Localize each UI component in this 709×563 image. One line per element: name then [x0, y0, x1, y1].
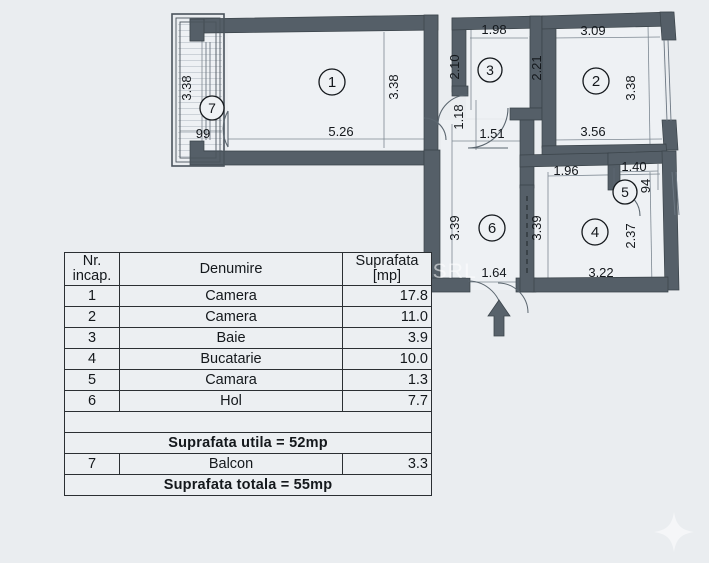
dim-hol-width-top: 1.18: [451, 104, 466, 129]
row-name: Camara: [119, 369, 343, 392]
table-row: 3 Baie 3.9: [64, 327, 432, 350]
room-marker-label-3: 3: [486, 62, 494, 78]
table-spacer-row: [64, 411, 432, 434]
row-area: 11.0: [342, 306, 432, 329]
room-marker-label-7: 7: [208, 100, 216, 116]
room-marker-label-6: 6: [488, 220, 496, 237]
dim-hol-width: 1.51: [479, 126, 504, 141]
table-row: 2 Camera 11.0: [64, 306, 432, 329]
table-row: 1 Camera 17.8: [64, 285, 432, 308]
dim-bucatarie-height-right: 2.37: [623, 223, 638, 248]
table-row: 4 Bucatarie 10.0: [64, 348, 432, 371]
subtotal-row: Suprafata utila = 52mp: [64, 432, 432, 455]
row-area: 10.0: [342, 348, 432, 371]
header-nr-line2: incap.: [72, 268, 112, 285]
balcony-nr: 7: [64, 453, 120, 476]
row-nr: 4: [64, 348, 120, 371]
room-marker-4: 4: [581, 218, 609, 246]
room-marker-3: 3: [477, 57, 503, 83]
row-nr: 5: [64, 369, 120, 392]
balcony-railing: [171, 13, 225, 167]
windows: [205, 39, 680, 216]
balcony-name: Balcon: [119, 453, 343, 476]
row-name: Bucatarie: [119, 348, 343, 371]
room-number-markers: 1 2 3 4 5 6 7: [199, 57, 638, 246]
room-marker-1: 1: [318, 68, 346, 96]
room-marker-label-4: 4: [591, 224, 599, 241]
entrance-arrow-icon: [487, 299, 511, 337]
dim-camera2-height: 3.38: [623, 75, 638, 100]
room-marker-label-2: 2: [592, 73, 600, 90]
dim-camera2-width-top: 3.09: [580, 23, 605, 38]
row-area: 1.3: [342, 369, 432, 392]
room-marker-7: 7: [199, 95, 225, 121]
subtotal-label: Suprafata utila = 52mp: [64, 432, 432, 455]
table-row: 6 Hol 7.7: [64, 390, 432, 413]
dim-baie-width: 1.98: [481, 22, 506, 37]
dim-hol-height: 3.39: [447, 215, 462, 240]
dim-baie-height-left: 2.10: [447, 54, 462, 79]
dim-bucatarie-width-top: 1.96: [553, 163, 578, 178]
row-nr: 1: [64, 285, 120, 308]
total-row: Suprafata totala = 55mp: [64, 474, 432, 497]
balcony-area: 3.3: [342, 453, 432, 476]
room-fills: [178, 18, 666, 292]
balcony-row: 7 Balcon 3.3: [64, 453, 432, 476]
table-header-row: Nr. incap. Denumire Suprafata [mp]: [64, 251, 432, 287]
row-area: 17.8: [342, 285, 432, 308]
dim-hol-width-bottom: 1.64: [481, 265, 506, 280]
dim-camara-height: 94: [638, 179, 653, 193]
row-nr: 2: [64, 306, 120, 329]
row-nr: 6: [64, 390, 120, 413]
dim-baie-height-right: 2.21: [529, 55, 544, 80]
dim-camara-width: 1.40: [621, 159, 646, 174]
row-name: Camera: [119, 285, 343, 308]
table-row: 5 Camara 1.3: [64, 369, 432, 392]
dim-bucatarie-height-left: 3.39: [529, 215, 544, 240]
dim-camera1-height: 3.38: [386, 74, 401, 99]
room-marker-6: 6: [478, 214, 506, 242]
row-area: 7.7: [342, 390, 432, 413]
header-area-line1: Suprafata: [355, 253, 419, 269]
row-name: Camera: [119, 306, 343, 329]
header-area-cell: Suprafata [mp]: [342, 251, 432, 287]
total-label: Suprafata totala = 55mp: [64, 474, 432, 497]
room-marker-label-1: 1: [328, 74, 336, 91]
row-nr: 3: [64, 327, 120, 350]
spacer-cell: [64, 411, 432, 434]
dim-balcon-width: 99: [196, 126, 210, 141]
row-name: Hol: [119, 390, 343, 413]
header-name-cell: Denumire: [119, 251, 343, 287]
room-schedule-table: Nr. incap. Denumire Suprafata [mp] 1 Cam…: [64, 251, 432, 497]
row-area: 3.9: [342, 327, 432, 350]
dimension-labels: 3.38 99 5.26 3.38 1.98 2.10 2.21 3.09 3.…: [179, 22, 653, 280]
header-area-line2: [mp]: [372, 268, 402, 285]
room-marker-label-5: 5: [621, 184, 629, 200]
header-nr-line1: Nr.: [82, 253, 102, 269]
dim-balcon-height: 3.38: [179, 75, 194, 100]
room-marker-2: 2: [582, 67, 610, 95]
row-name: Baie: [119, 327, 343, 350]
dim-camera2-width-bottom: 3.56: [580, 124, 605, 139]
dim-bucatarie-width-bottom: 3.22: [588, 265, 613, 280]
header-nr-cell: Nr. incap.: [64, 251, 120, 287]
room-marker-5: 5: [612, 179, 638, 205]
dim-camera1-width: 5.26: [328, 124, 353, 139]
